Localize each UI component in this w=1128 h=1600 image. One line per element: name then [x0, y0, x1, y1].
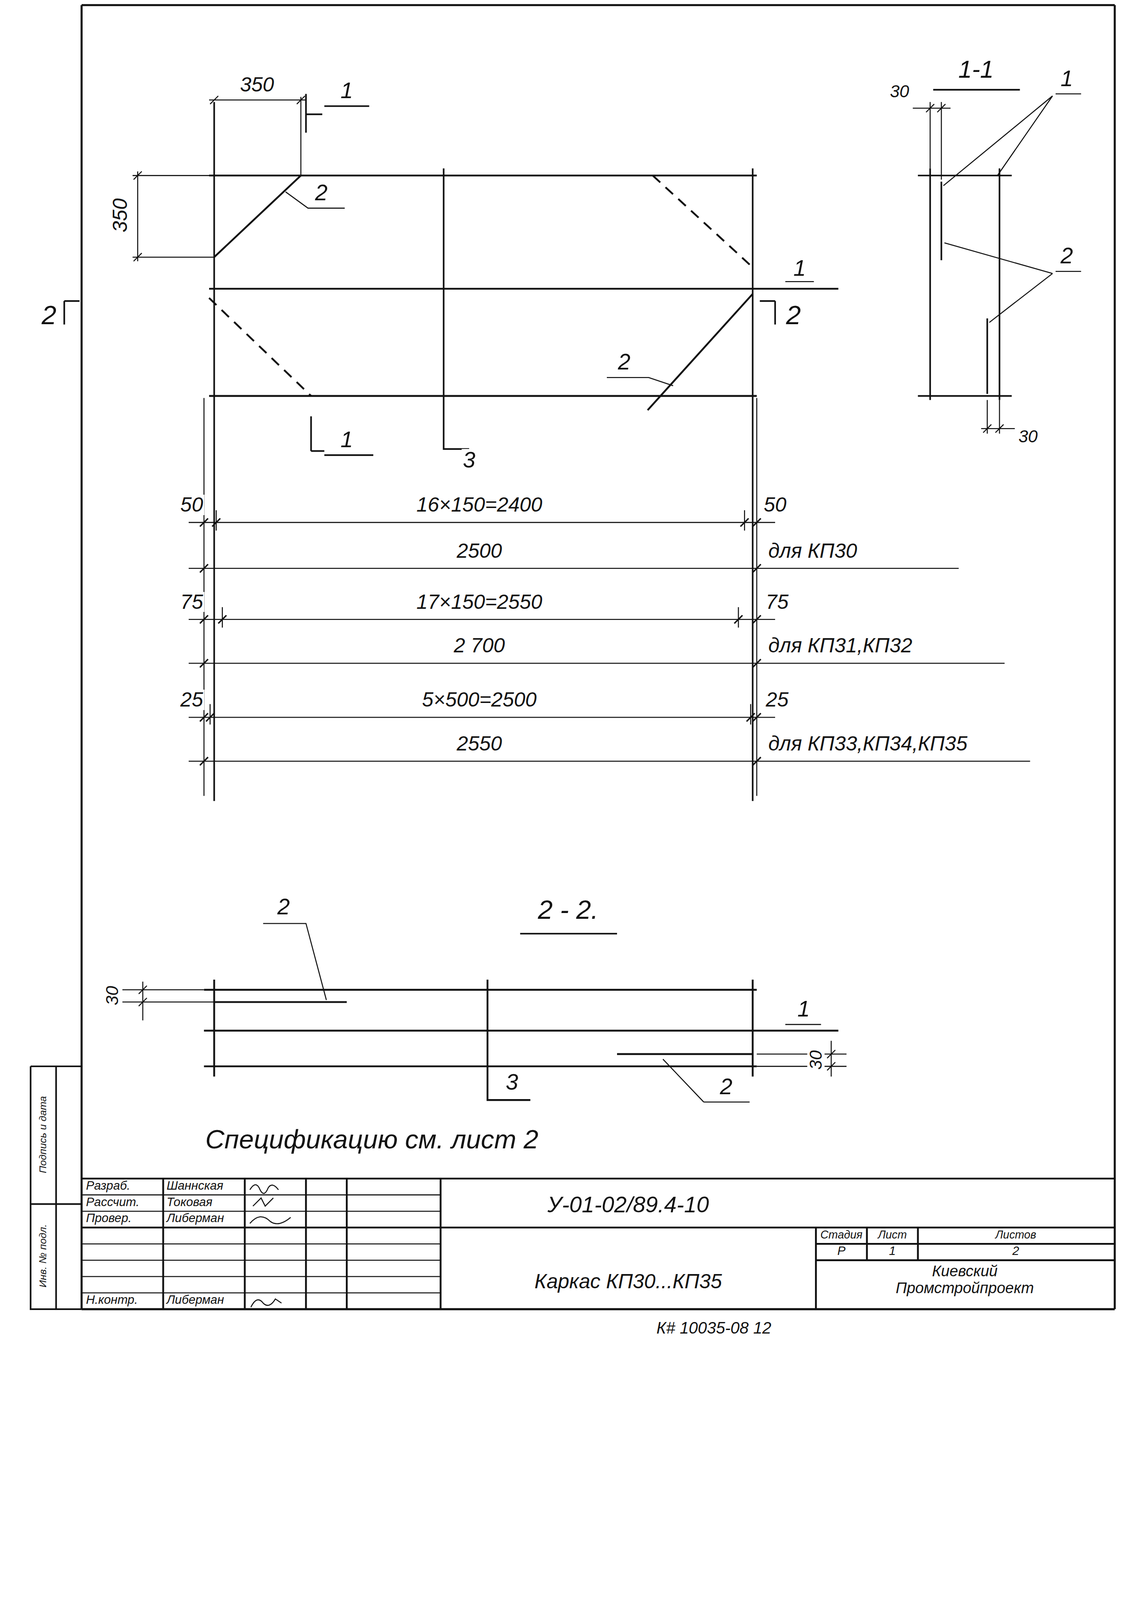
drawing-label: 3: [504, 1070, 520, 1094]
drawing-label: 2500: [455, 540, 504, 562]
dimension-line: [122, 981, 847, 1077]
section-underline: [933, 88, 1020, 91]
section-bars: [213, 1001, 753, 1054]
title-block-text: Подпись и дата: [37, 1094, 48, 1175]
title-block-text: 1: [887, 1244, 898, 1257]
dimension-line: [912, 102, 1015, 434]
drawing-label: 1: [791, 257, 808, 280]
section-underline: [520, 932, 618, 935]
drawing-label: 350: [110, 196, 131, 234]
drawing-label: 25: [764, 689, 790, 710]
drawing-label: 2: [313, 181, 329, 205]
leader-line: [263, 923, 822, 1102]
leader-line: [943, 93, 1081, 323]
title-block-text: У-01-02/89.4-10: [546, 1193, 711, 1216]
dimension-tick: [199, 518, 761, 765]
drawing-label: 1: [795, 997, 812, 1021]
title-block-text: Разраб.: [84, 1179, 132, 1192]
drawing-label: 75: [764, 591, 790, 613]
drawing-label: 2 700: [452, 635, 507, 656]
frame: [81, 4, 1115, 1309]
drawing-label: для КП33,КП34,КП35: [767, 733, 970, 754]
drawing-label: 2: [616, 350, 632, 374]
drawing-label: 2550: [455, 733, 504, 754]
title-block-text: Р: [835, 1244, 847, 1257]
title-block-text: Шаннская: [165, 1179, 225, 1192]
drawing-label: Инв. № подл.: [37, 1222, 48, 1289]
section-mark: [64, 93, 776, 455]
title-block-text: 2: [1011, 1244, 1021, 1257]
dimension-line: [132, 95, 307, 262]
drawing-label: 1: [339, 428, 355, 452]
drawing-label: 50: [762, 494, 788, 515]
title-block-text: Каркас КП30...КП35: [533, 1270, 724, 1292]
drawing-label: 2 - 2.: [536, 896, 600, 923]
title-block-text: Киевский Промстройпроект: [871, 1262, 1059, 1297]
drawing-label: Спецификацию см. лист 2: [203, 1125, 540, 1153]
drawing-label: 50: [178, 494, 205, 515]
title-block-text: Либерман: [165, 1293, 226, 1306]
drawing-label: 30: [1017, 427, 1039, 445]
drawing-label: 17×150=2550: [415, 591, 544, 613]
drawing-label: 1-1: [957, 57, 996, 82]
drawing-label: 2: [276, 895, 292, 919]
drawing-label: 2: [40, 301, 58, 329]
drawing-label: 16×150=2400: [415, 494, 544, 515]
signature: [249, 1184, 291, 1307]
drawing-label: 3: [461, 448, 477, 472]
title-block-text: Н.контр.: [84, 1293, 140, 1306]
drawing-label: 350: [238, 74, 276, 95]
side-strip: [30, 1065, 82, 1309]
drawing-label: 25: [178, 689, 205, 710]
diagonal-bar: [213, 175, 753, 411]
title-block-text: Листов: [993, 1228, 1038, 1240]
title-block-text: К# 10035-08 12: [655, 1319, 773, 1337]
dimension-line: [188, 397, 1030, 796]
section-bars: [203, 979, 839, 1100]
drawing-label: 1: [339, 79, 355, 103]
drawing-label: для КП31,КП32: [767, 635, 914, 656]
title-block-text: Провер.: [84, 1211, 134, 1224]
title-block: [81, 1178, 1115, 1309]
drawing-label: 2: [718, 1075, 734, 1098]
title-block-text: Лист: [876, 1228, 909, 1240]
title-block-text: Токовая: [165, 1195, 214, 1208]
drawing-label: 30: [807, 1048, 825, 1071]
title-block-text: Стадия: [819, 1228, 864, 1240]
drawing-label: 2: [1059, 244, 1075, 268]
title-block-text: Либерман: [165, 1211, 226, 1224]
drawing-label: 75: [178, 591, 205, 613]
longitudinal-bar: [209, 175, 839, 396]
drawing-label: 2: [784, 301, 803, 329]
drawing-label: 30: [888, 82, 911, 100]
drawing-label: 5×500=2500: [420, 689, 539, 710]
diagonal-bar-dashed: [209, 175, 753, 396]
cross-bar: [213, 102, 753, 801]
title-block-text: Рассчит.: [84, 1195, 141, 1208]
section-bars: [918, 168, 1012, 400]
drawing-label: 1: [1059, 67, 1075, 91]
drawing-label: 30: [103, 984, 121, 1007]
title-block-rows: [81, 1194, 441, 1293]
leader-line: [285, 191, 814, 386]
drawing-label: для КП30: [767, 540, 859, 562]
